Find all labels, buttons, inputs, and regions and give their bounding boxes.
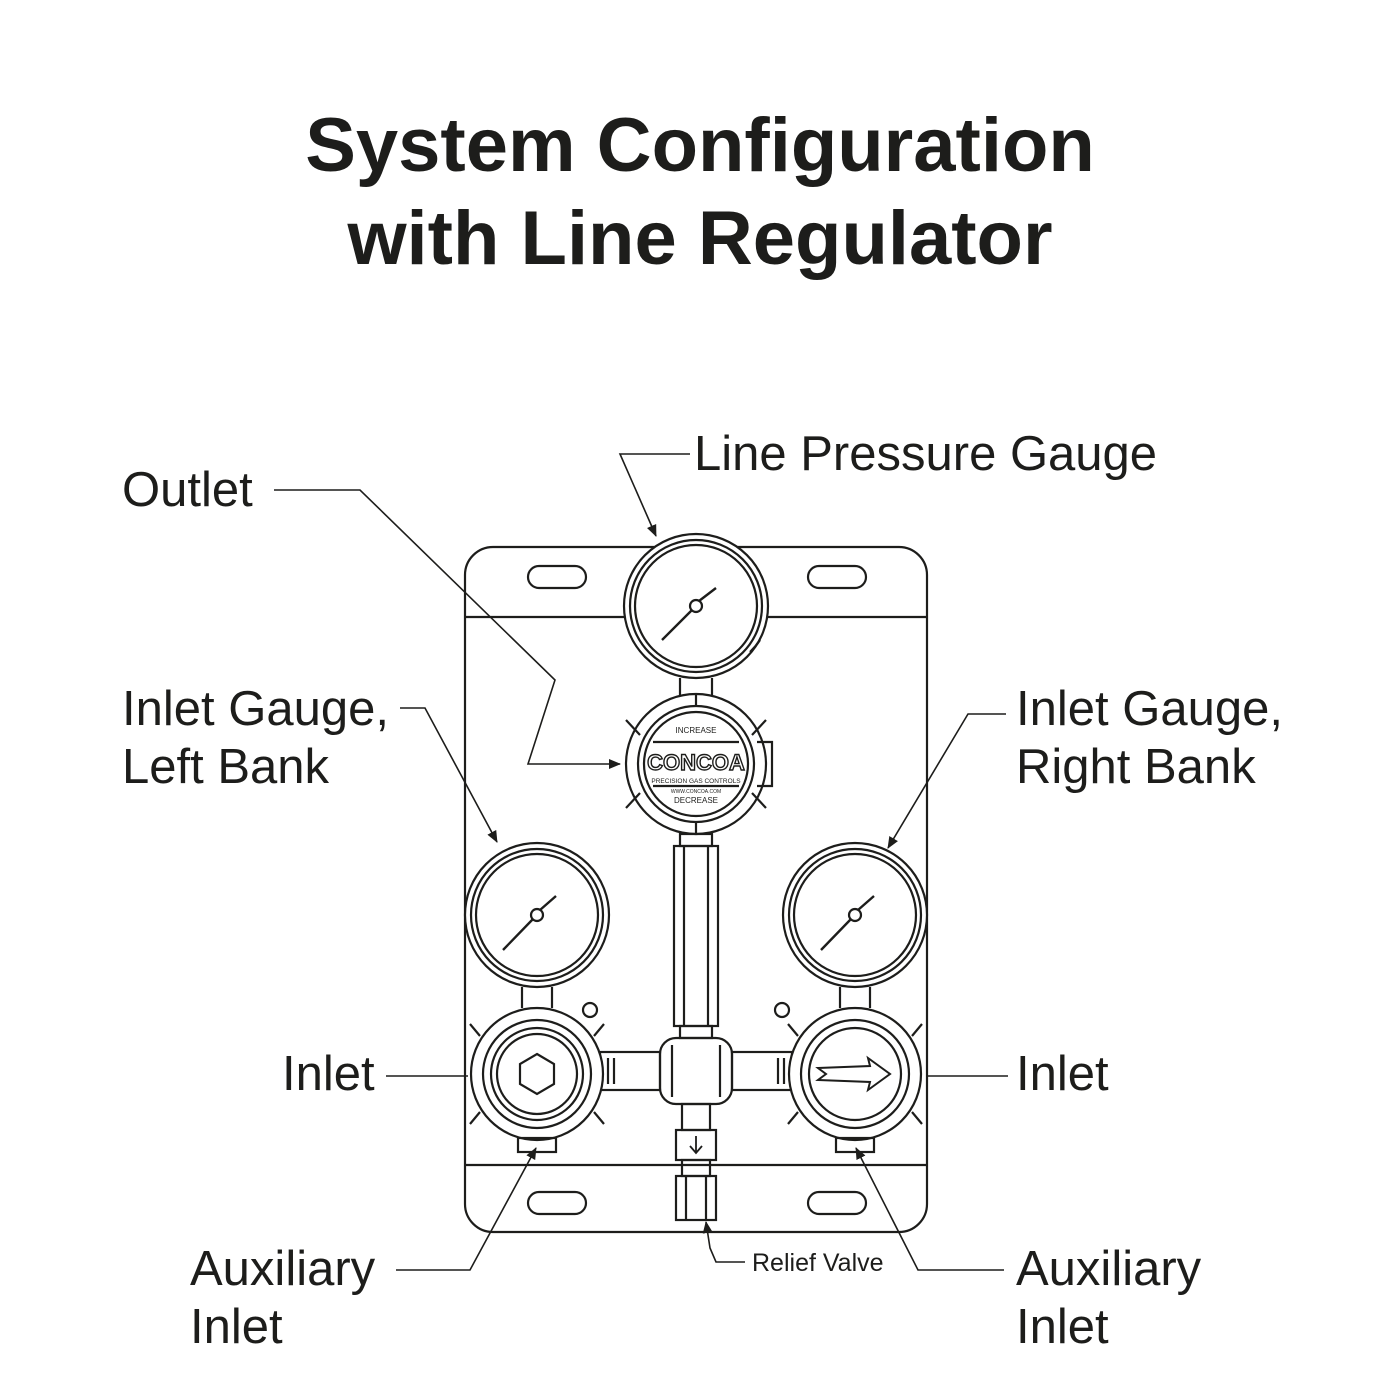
title-line-1: System Configuration <box>305 103 1095 188</box>
label-inlet-gauge-left-line-2: Left Bank <box>122 740 330 794</box>
mounting-slot-top-right <box>806 564 868 590</box>
label-auxiliary-inlet-left: Auxiliary Inlet <box>190 1240 375 1356</box>
regulator-subtitle: PRECISION GAS CONTROLS <box>651 778 741 785</box>
line-pressure-gauge <box>622 532 770 680</box>
leader-relief-valve <box>702 1221 745 1263</box>
regulator-stamp-bottom: DECREASE <box>674 796 718 805</box>
inlet-gauge-right <box>781 841 929 989</box>
label-inlet-left: Inlet <box>282 1047 375 1101</box>
label-auxiliary-inlet-left-line-1: Auxiliary <box>190 1242 376 1296</box>
label-auxiliary-inlet-left-line-2: Inlet <box>190 1300 283 1354</box>
relief-valve <box>674 1102 718 1222</box>
down-arrow-icon <box>689 1136 703 1155</box>
inlet-gauge-right-stem <box>838 987 872 1008</box>
central-tee <box>598 1036 794 1106</box>
label-auxiliary-inlet-right-line-1: Auxiliary <box>1016 1242 1202 1296</box>
label-inlet-gauge-right: Inlet Gauge, Right Bank <box>1016 680 1283 796</box>
label-inlet-gauge-left: Inlet Gauge, Left Bank <box>122 680 389 796</box>
plate-hole-right <box>773 1001 791 1019</box>
label-outlet: Outlet <box>122 463 253 517</box>
label-inlet-gauge-left-line-1: Inlet Gauge, <box>122 682 389 736</box>
leader-outlet <box>274 489 621 769</box>
label-auxiliary-inlet-right-line-2: Inlet <box>1016 1300 1109 1354</box>
leader-inlet-gauge-right <box>887 713 1006 849</box>
mounting-slot-top-left <box>526 564 588 590</box>
regulator-brand: CONCOA <box>647 750 745 775</box>
label-inlet-gauge-right-line-1: Inlet Gauge, <box>1016 682 1283 736</box>
label-inlet-gauge-right-line-2: Right Bank <box>1016 740 1256 794</box>
hex-nut-icon <box>518 1052 556 1096</box>
line-regulator <box>624 692 774 836</box>
label-relief-valve: Relief Valve <box>752 1249 884 1277</box>
leader-auxiliary-right <box>855 1147 1004 1271</box>
inlet-gauge-left-stem <box>520 987 554 1008</box>
label-inlet-right: Inlet <box>1016 1047 1109 1101</box>
regulator-stamp-top: INCREASE <box>676 726 717 735</box>
leader-line-pressure-gauge <box>618 453 690 537</box>
outlet-pipe <box>672 832 720 1040</box>
flow-arrow-icon <box>815 1055 892 1093</box>
inlet-valve-right <box>787 1006 923 1154</box>
regulator-url: WWW.CONCOA.COM <box>671 789 721 795</box>
label-auxiliary-inlet-right: Auxiliary Inlet <box>1016 1240 1201 1356</box>
mounting-slot-bottom-left <box>526 1190 588 1216</box>
diagram-title: System Configuration with Line Regulator <box>0 100 1400 285</box>
title-line-2: with Line Regulator <box>347 195 1053 281</box>
leader-auxiliary-left <box>396 1147 537 1271</box>
mounting-slot-bottom-right <box>806 1190 868 1216</box>
label-line-pressure-gauge: Line Pressure Gauge <box>694 427 1158 481</box>
leader-inlet-gauge-left <box>400 707 498 843</box>
inlet-valve-left <box>469 1006 605 1154</box>
inlet-gauge-left <box>463 841 611 989</box>
plate-hole-left <box>581 1001 599 1019</box>
